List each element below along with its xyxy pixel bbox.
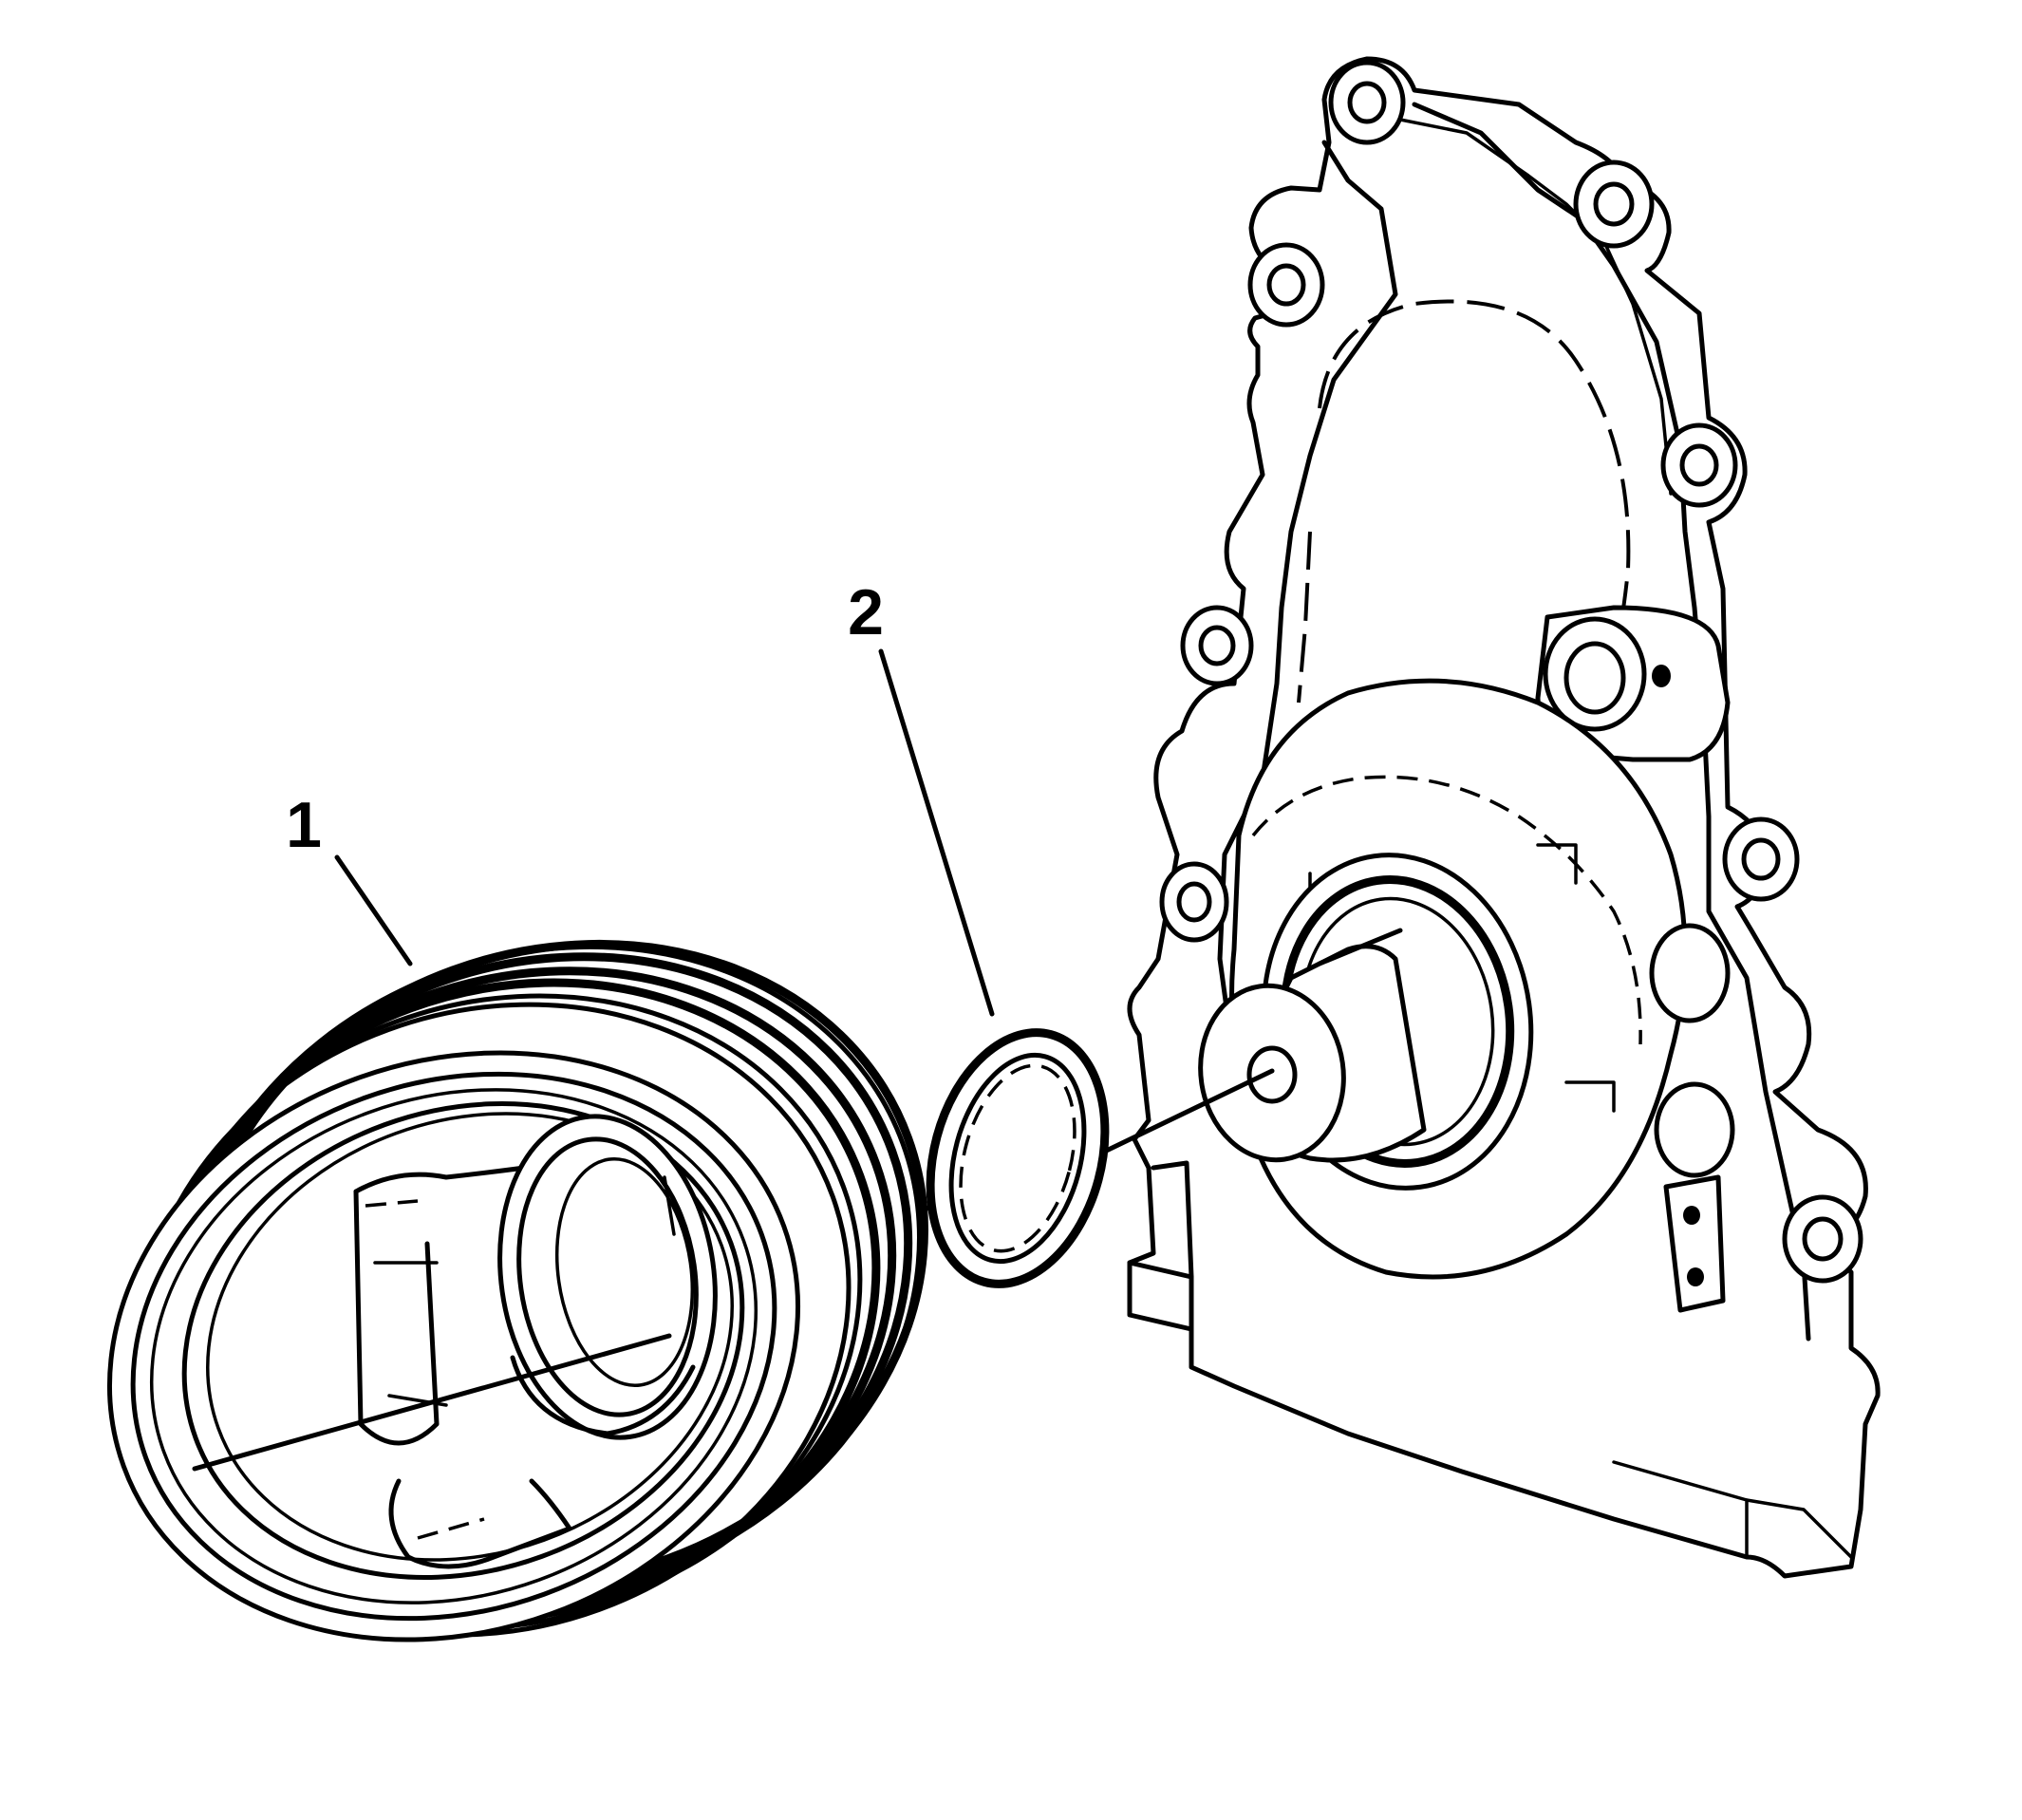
callout-2: 2 — [848, 576, 995, 1017]
callout-1: 1 — [286, 789, 413, 966]
bolt-boss-bottom-right — [1782, 1194, 1863, 1284]
front-cover — [1127, 56, 1881, 1579]
bolt-boss-left-lower — [1159, 861, 1229, 943]
bolt-boss-right-mid — [1660, 422, 1738, 508]
callout-2-label: 2 — [848, 576, 884, 648]
front-oil-seal — [926, 1028, 1110, 1288]
crankshaft-balancer — [106, 939, 928, 1642]
bolt-boss-left-mid — [1180, 605, 1254, 686]
bolt-boss-upper-right — [1573, 159, 1655, 249]
callout-1-label: 1 — [286, 789, 322, 861]
callout-1-leader — [334, 854, 413, 966]
axis-through-hub — [192, 1333, 672, 1472]
bolt-boss-top — [1328, 60, 1406, 145]
bolt-boss-right-lower — [1722, 816, 1800, 902]
callout-2-leader — [878, 648, 995, 1017]
bolt-boss-upper-left — [1247, 242, 1325, 328]
